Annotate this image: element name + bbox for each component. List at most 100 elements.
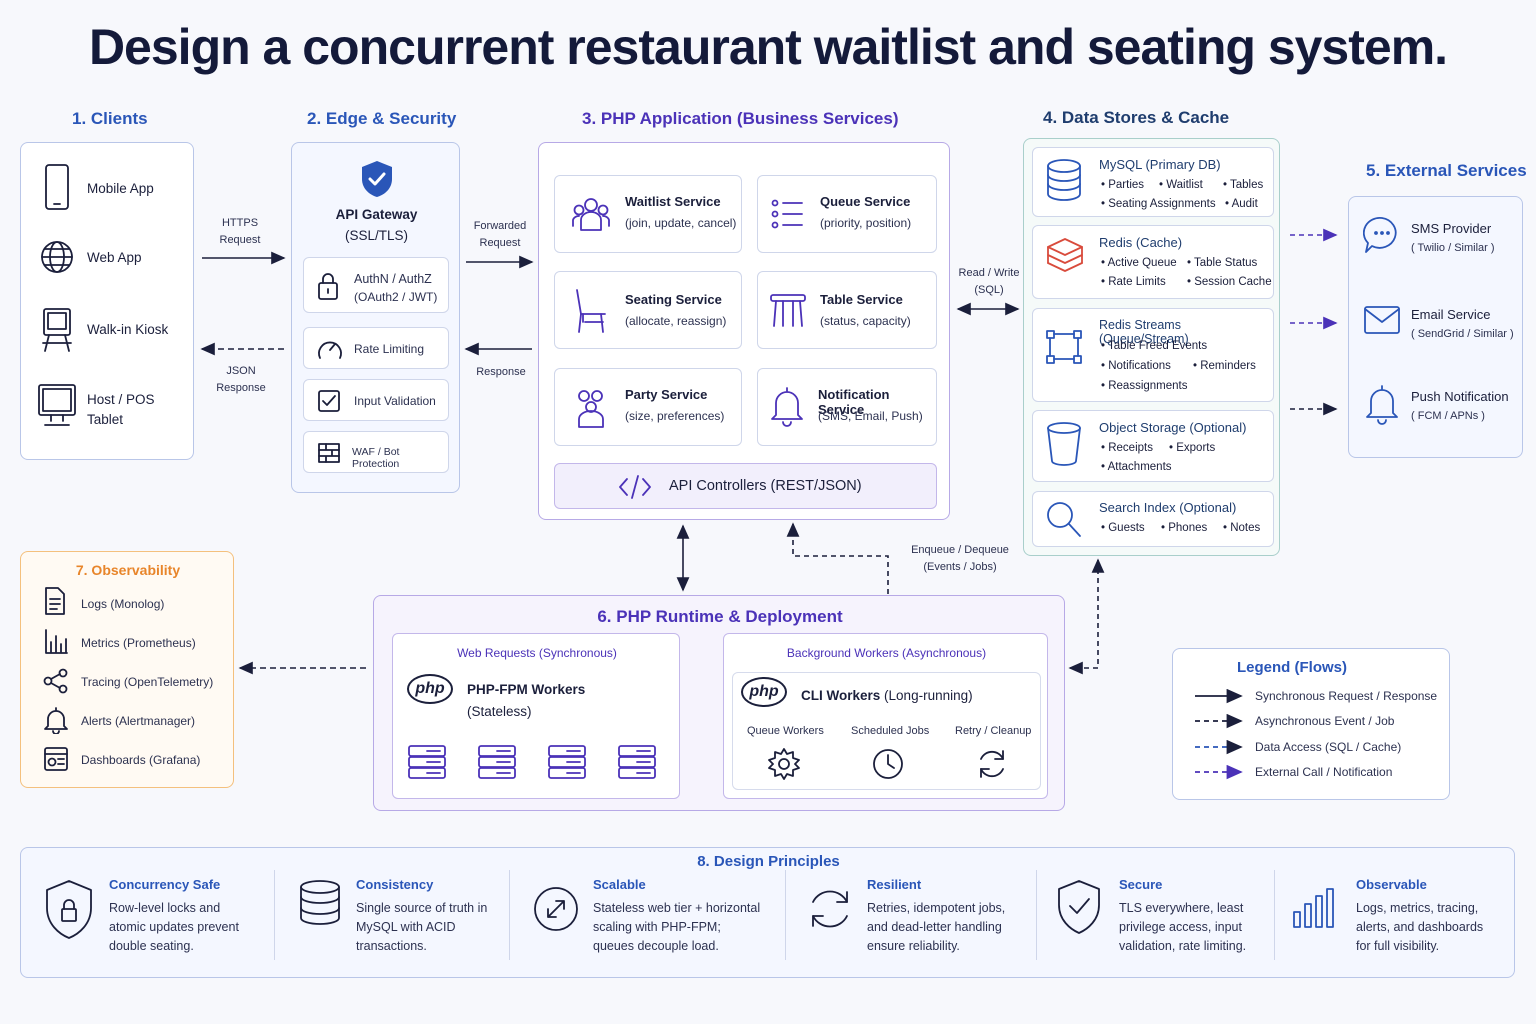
dashboard-icon [44,747,68,771]
edge-title: 2. Edge & Security [307,109,457,128]
party-service-card[interactable]: Party Service (size, preferences) [554,368,742,446]
redis-bullet: • Rate Limits [1101,276,1166,288]
response-label: Response [476,366,526,378]
database-icon [300,880,340,925]
data-stores-panel: MySQL (Primary DB) • Parties • Waitlist … [1023,138,1280,556]
bell-icon [1366,385,1398,425]
email-service-name[interactable]: Email Service [1411,307,1491,322]
waitlist-service-card[interactable]: Waitlist Service (join, update, cancel) [554,175,742,253]
api-gateway-title: API Gateway [335,207,418,222]
redis-cache-card[interactable]: Redis (Cache) • Active Queue • Table Sta… [1032,225,1274,299]
table-service-desc: (status, capacity) [820,314,911,328]
cycle-icon [812,890,848,928]
mysql-bullet: • Parties [1101,179,1145,191]
divider [785,870,786,960]
alerts-label[interactable]: Alerts (Alertmanager) [81,714,196,728]
php-fpm-sub: (Stateless) [467,704,532,719]
people-icon [572,198,610,231]
principle-consistency-title: Consistency [356,877,434,892]
authn-card[interactable]: AuthN / AuthZ (OAuth2 / JWT) [303,257,449,313]
search-index-card[interactable]: Search Index (Optional) • Guests • Phone… [1032,491,1274,547]
dashboards-label[interactable]: Dashboards (Grafana) [81,753,201,767]
redis-streams-card[interactable]: Redis Streams (Queue/Stream) • Table Fre… [1032,308,1274,402]
web-requests-title: Web Requests (Synchronous) [457,646,617,660]
sms-provider-sub: ( Twilio / Similar ) [1411,242,1495,254]
principles-panel: 8. Design Principles Concurrency Safe Ro… [20,847,1515,978]
client-walk-in-kiosk[interactable]: Walk-in Kiosk [87,322,169,337]
table-service-name: Table Service [820,292,903,307]
divider [1274,870,1275,960]
retry-cleanup-label: Retry / Cleanup [955,725,1032,737]
storage-bullet: • Exports [1169,442,1216,454]
monitor-icon [38,384,76,426]
party-service-name: Party Service [625,387,708,402]
php-app-panel: Waitlist Service (join, update, cancel) … [538,142,950,520]
client-mobile-app[interactable]: Mobile App [87,181,154,196]
table-service-card[interactable]: Table Service (status, capacity) [757,271,937,349]
queue-service-card[interactable]: Queue Service (priority, position) [757,175,937,253]
streams-bullet: • Table Freed Events [1101,340,1208,352]
logs-label[interactable]: Logs (Monolog) [81,597,165,611]
principle-scalable-title: Scalable [593,877,646,892]
database-icon [1047,159,1081,201]
server-icon [548,745,586,779]
queue-service-desc: (priority, position) [820,216,912,230]
divider [1036,870,1037,960]
input-validation-card[interactable]: Input Validation [303,379,449,421]
runtime-panel: 6. PHP Runtime & Deployment Web Requests… [373,595,1065,811]
tracing-label[interactable]: Tracing (OpenTelemetry) [81,675,214,689]
chair-icon [576,289,606,333]
bucket-icon [1047,422,1081,466]
mysql-card[interactable]: MySQL (Primary DB) • Parties • Waitlist … [1032,147,1274,217]
background-workers-title: Background Workers (Asynchronous) [786,646,987,660]
clock-icon [873,749,903,779]
client-web-app[interactable]: Web App [87,250,142,265]
shield-check-icon [1058,880,1100,934]
waitlist-service-name: Waitlist Service [625,194,721,209]
mysql-name: MySQL (Primary DB) [1099,157,1221,172]
seating-service-card[interactable]: Seating Service (allocate, reassign) [554,271,742,349]
push-notification-name[interactable]: Push Notification [1411,389,1509,404]
redis-streams-name: Redis Streams (Queue/Stream) [1099,318,1189,346]
api-controllers-card[interactable]: API Controllers (REST/JSON) [554,463,937,509]
search-bullet: • Phones [1161,522,1208,534]
waf-card[interactable]: WAF / Bot Protection [303,431,449,473]
observability-panel: 7. Observability Logs (Monolog) Metrics … [20,551,234,788]
queue-service-name: Queue Service [820,194,911,209]
php-logo: php [407,674,453,704]
party-icon [578,390,604,428]
seating-service-name: Seating Service [625,292,722,307]
legend-external: External Call / Notification [1255,765,1393,779]
api-controllers-label: API Controllers (REST/JSON) [669,478,862,494]
principles-title: 8. Design Principles [697,853,840,870]
principle-resilient-title: Resilient [867,877,922,892]
authn-label: AuthN / AuthZ [354,272,432,286]
queue-workers-label: Queue Workers [747,725,824,737]
rate-limiting-card[interactable]: Rate Limiting [303,327,449,369]
mysql-bullet: • Audit [1225,198,1258,210]
observability-title: 7. Observability [75,562,181,578]
background-workers-panel: Background Workers (Asynchronous) php CL… [723,633,1048,799]
runtime-title: 6. PHP Runtime & Deployment [597,607,843,626]
bell-icon [771,387,803,427]
kiosk-icon [42,308,72,352]
metrics-label[interactable]: Metrics (Prometheus) [81,636,196,650]
cli-workers-card[interactable]: php CLI Workers (Long-running) Queue Wor… [732,672,1041,790]
server-icon [478,745,516,779]
object-storage-name: Object Storage (Optional) [1099,420,1247,435]
storage-bullet: • Attachments [1101,461,1172,473]
object-storage-card[interactable]: Object Storage (Optional) • Receipts • E… [1032,410,1274,482]
sms-provider-name[interactable]: SMS Provider [1411,221,1492,236]
notification-service-card[interactable]: Notification Service (SMS, Email, Push) [757,368,937,446]
client-host-pos-tablet[interactable]: Host / POS Tablet [87,392,155,427]
enqueue-arrow [786,522,889,594]
party-service-desc: (size, preferences) [625,409,725,423]
divider [509,870,510,960]
share-icon [43,668,68,694]
edge-panel: API Gateway (SSL/TLS) AuthN / AuthZ (OAu… [291,142,460,493]
php-fpm-name: PHP-FPM Workers [467,682,586,697]
